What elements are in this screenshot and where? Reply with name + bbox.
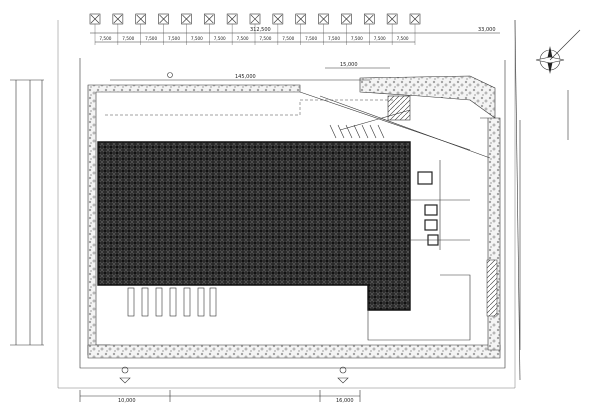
grid-marker-cross	[113, 14, 123, 24]
loading-dock-stalls	[127, 287, 217, 317]
grid-marker-cross	[136, 14, 145, 24]
parking-stripe	[377, 124, 385, 139]
site-boundary	[57, 20, 516, 389]
driveway-lines	[299, 91, 491, 159]
right-dimension-lines	[514, 19, 569, 381]
grid-marker-cross	[205, 14, 214, 24]
dock-stall	[197, 287, 205, 317]
bay-dimension-label: 7,500	[191, 36, 203, 41]
parking-stripe	[369, 124, 377, 139]
bay-dimension-label: 7,500	[99, 36, 111, 41]
site-top-right-dim-label: 15,000	[340, 62, 358, 68]
bay-dimension-label: 7,500	[397, 36, 409, 41]
hatched-strip-right	[486, 259, 498, 317]
bay-dimension-label: 7,500	[259, 36, 271, 41]
bay-dimension-label: 7,500	[214, 36, 226, 41]
bottom-left-dim-label: 10,000	[118, 398, 136, 404]
entrance-markers	[119, 72, 349, 384]
building-footprint	[97, 141, 411, 311]
grid-marker-cross	[387, 14, 397, 24]
parking-stripe	[361, 124, 369, 139]
parking-stripe	[329, 124, 337, 139]
building-top-dim-label: 145,000	[235, 74, 256, 80]
bay-dimension-label: 7,500	[328, 36, 340, 41]
grid-marker-cross	[273, 14, 283, 24]
bay-dimension-label: 7,500	[237, 36, 249, 41]
bay-dimension-label: 7,500	[168, 36, 180, 41]
grid-marker-cross	[296, 14, 305, 24]
left-dimension-lines	[10, 79, 44, 346]
bay-dimension-label: 7,500	[305, 36, 317, 41]
parking-stripes-top	[329, 124, 385, 139]
grid-marker-cross	[250, 14, 260, 24]
overall-width-top-label: 312,500	[250, 27, 271, 33]
dock-stall	[127, 287, 135, 317]
grid-marker-cross	[159, 14, 168, 24]
parking-stripe	[345, 124, 353, 139]
annex-outline	[367, 274, 471, 341]
building-top-dimension: 145,000 15,000	[110, 62, 390, 81]
bay-dimension-label: 7,500	[374, 36, 386, 41]
bay-dimension-label: 7,500	[145, 36, 157, 41]
dock-stall	[169, 287, 177, 317]
bay-dimension-label: 7,500	[282, 36, 294, 41]
parking-stripe	[337, 124, 345, 139]
grid-marker-cross	[90, 14, 100, 24]
overall-width-right-label: 33,000	[478, 27, 496, 33]
bay-dimension-labels: 7,500 7,500 7,500 7,500 7,500 7,500 7,500 7,500…	[95, 36, 415, 43]
grid-marker-cross	[410, 14, 420, 24]
dock-stall	[209, 287, 217, 317]
equipment-blocks	[410, 160, 470, 250]
grid-marker-cross	[342, 14, 351, 24]
top-dimension-line: 312,500 33,000	[90, 27, 500, 34]
grid-marker-cross	[182, 14, 191, 24]
bay-dimension-label: 7,500	[351, 36, 363, 41]
grid-marker-cross	[319, 14, 328, 24]
north-arrow-icon	[535, 29, 581, 74]
dock-stall	[155, 287, 163, 317]
dock-stall	[183, 287, 191, 317]
inner-road-line	[105, 99, 395, 116]
grid-marker-cross	[365, 14, 374, 24]
dock-stall	[141, 287, 149, 317]
bay-dimension-label: 7,500	[122, 36, 134, 41]
grid-marker-cross	[227, 14, 237, 24]
parking-stripe	[353, 124, 361, 139]
column-grid-markers	[89, 13, 421, 45]
bottom-right-dim-label: 16,000	[336, 398, 354, 404]
bottom-dimension-line: 10,000 16,000	[79, 390, 361, 404]
hatched-block-top-right	[387, 95, 411, 121]
